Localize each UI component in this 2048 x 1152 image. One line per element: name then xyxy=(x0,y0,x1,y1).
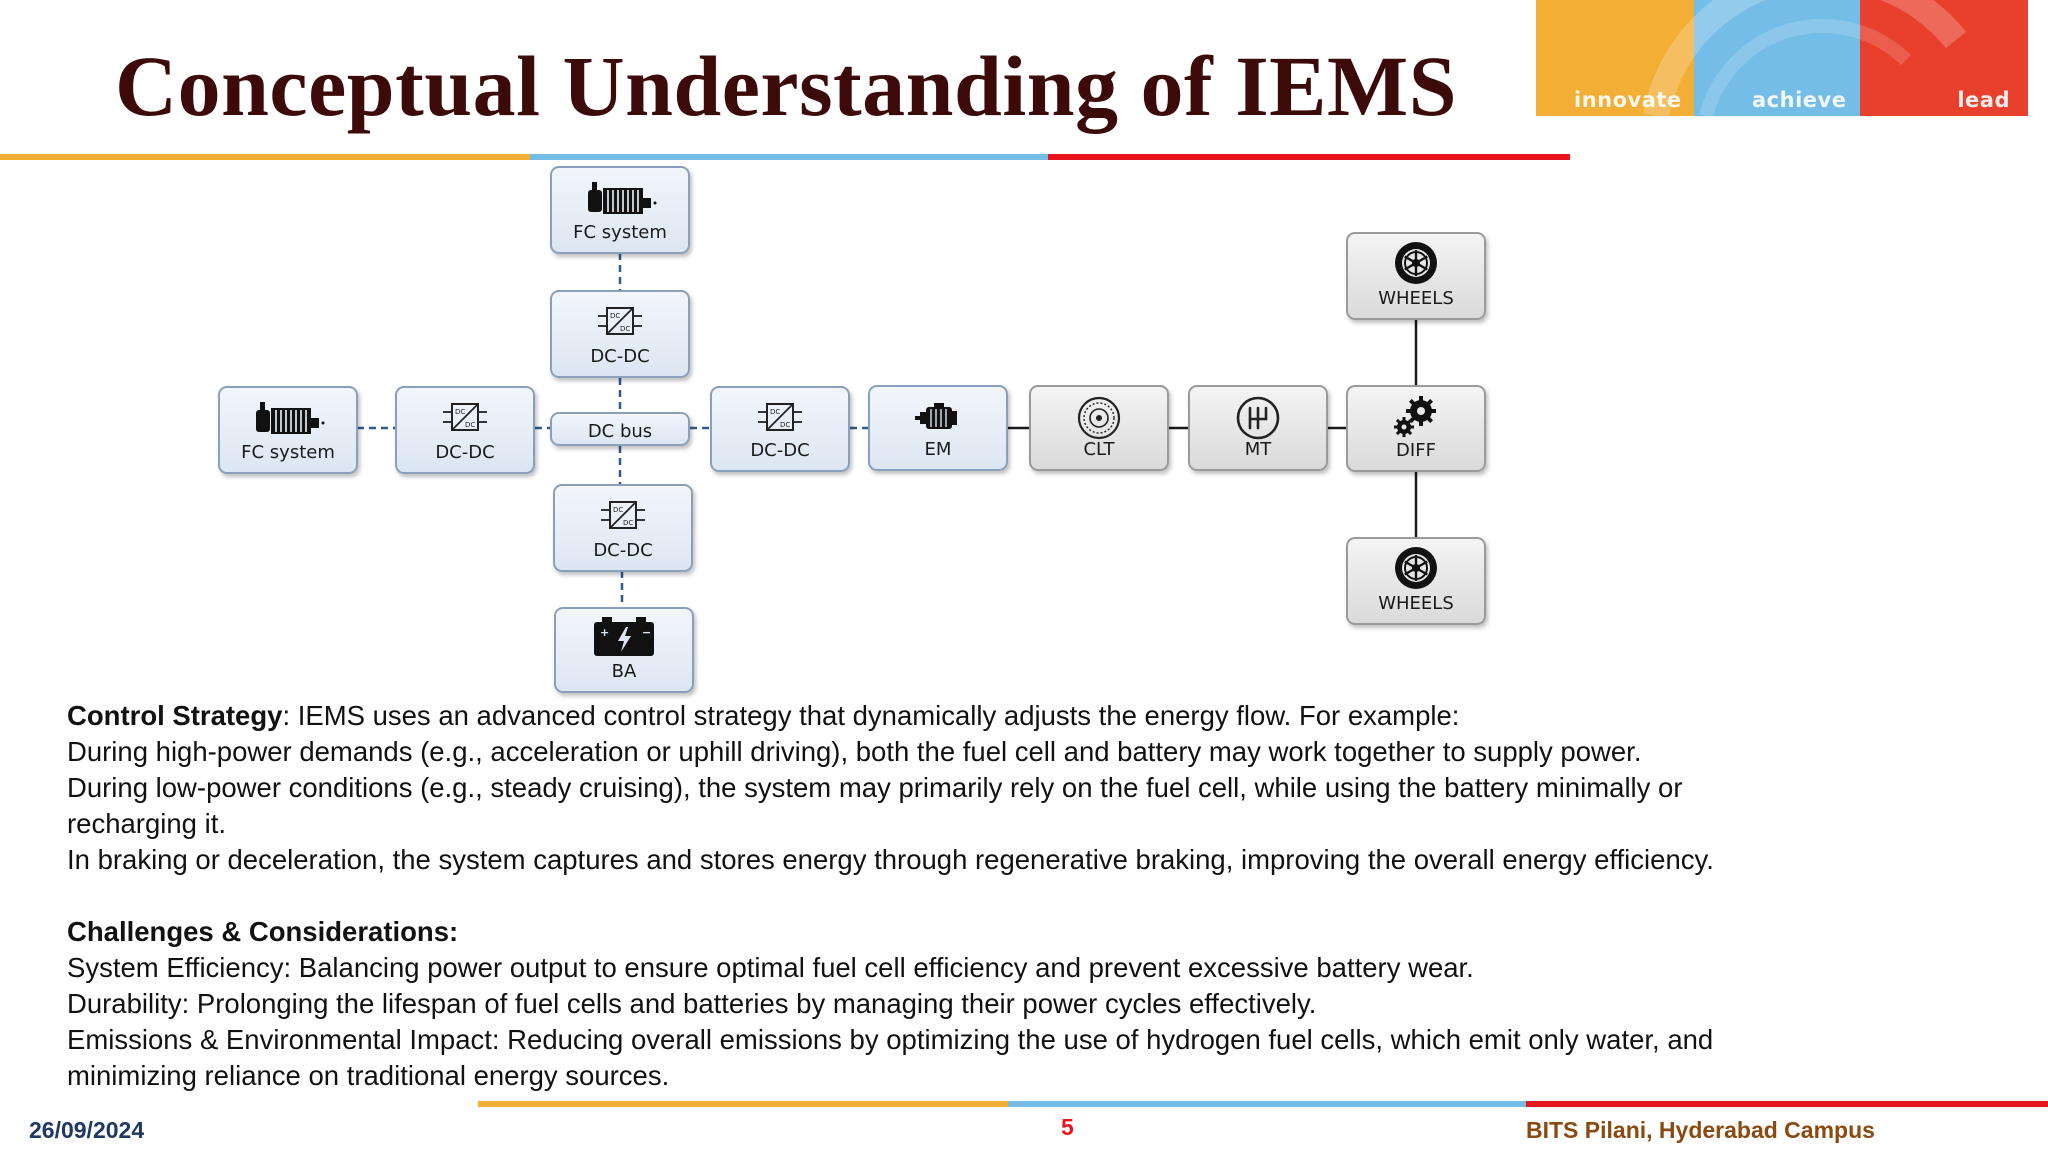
svg-text:−: − xyxy=(642,626,651,639)
brand-word-achieve: achieve xyxy=(1752,88,1847,112)
footer-date: 26/09/2024 xyxy=(29,1117,145,1143)
fc-system-top-label: FC system xyxy=(573,222,667,243)
diff-node: DIFF xyxy=(1346,385,1486,472)
mt-node: MT xyxy=(1188,385,1328,471)
dcdc-top-label: DC-DC xyxy=(590,346,650,367)
emissions-line-2: minimizing reliance on traditional energ… xyxy=(67,1060,670,1091)
dcdc-top-node: DC DC DC-DC xyxy=(550,290,690,378)
electric-motor-icon xyxy=(915,403,957,429)
braking-line: In braking or deceleration, the system c… xyxy=(67,844,1714,875)
svg-text:+: + xyxy=(600,626,609,639)
battery-label: BA xyxy=(611,661,637,682)
mt-label: MT xyxy=(1244,439,1272,460)
svg-text:DC: DC xyxy=(455,408,465,416)
wheel-icon xyxy=(1395,242,1437,284)
footer-rule-blue xyxy=(1008,1101,1526,1107)
svg-text:DC: DC xyxy=(620,325,630,333)
spacer-line xyxy=(67,878,1967,914)
footer-campus: BITS Pilani, Hyderabad Campus xyxy=(1526,1117,1875,1143)
low-power-line-2: recharging it. xyxy=(67,808,226,839)
dcdc-right-node: DC DC DC-DC xyxy=(710,386,850,472)
dc-dc-converter-icon: DC DC xyxy=(443,403,487,431)
em-node: EM xyxy=(868,385,1008,471)
dc-bus-node: DC bus xyxy=(550,412,690,446)
brand-innovate-block: innovate xyxy=(1536,0,1694,116)
battery-node: + − BA xyxy=(554,607,694,693)
efficiency-line: System Efficiency: Balancing power outpu… xyxy=(67,952,1474,983)
wheel-icon xyxy=(1395,547,1437,589)
low-power-line-1: During low-power conditions (e.g., stead… xyxy=(67,772,1683,803)
header-rule-orange xyxy=(0,154,530,160)
svg-text:DC: DC xyxy=(623,519,633,527)
wheels-bottom-label: WHEELS xyxy=(1378,593,1454,614)
dc-dc-converter-icon: DC DC xyxy=(758,403,802,431)
footer-rule-red xyxy=(1526,1101,2048,1107)
header-rule-blue xyxy=(530,154,1048,160)
footer-rule-orange xyxy=(478,1101,1008,1107)
dc-bus-label: DC bus xyxy=(587,421,653,442)
high-power-line: During high-power demands (e.g., acceler… xyxy=(67,736,1642,767)
gearshift-icon xyxy=(1236,396,1280,440)
em-label: EM xyxy=(924,439,952,460)
brand-word-innovate: innovate xyxy=(1574,88,1682,112)
brand-word-lead: lead xyxy=(1957,88,2010,112)
dcdc-right-label: DC-DC xyxy=(750,440,810,461)
svg-text:DC: DC xyxy=(610,312,620,320)
dcdc-bottom-node: DC DC DC-DC xyxy=(553,484,693,572)
dcdc-bottom-label: DC-DC xyxy=(593,540,653,561)
fuel-cell-stack-icon xyxy=(588,182,657,214)
control-strategy-heading: Control Strategy xyxy=(67,700,283,731)
fc-system-top-node: FC system xyxy=(550,166,690,254)
dcdc-left-node: DC DC DC-DC xyxy=(395,386,535,474)
svg-text:DC: DC xyxy=(780,421,790,429)
control-strategy-line: Control Strategy: IEMS uses an advanced … xyxy=(67,698,1967,734)
wheels-bottom-node: WHEELS xyxy=(1346,537,1486,625)
battery-icon: + − xyxy=(594,617,654,656)
svg-text:DC: DC xyxy=(770,408,780,416)
header-rule-red xyxy=(1048,154,1570,160)
clt-node: CLT xyxy=(1029,385,1169,471)
dc-dc-converter-icon: DC DC xyxy=(601,501,645,529)
clt-label: CLT xyxy=(1083,439,1115,460)
durability-line: Durability: Prolonging the lifespan of f… xyxy=(67,988,1317,1019)
diagram-connectors xyxy=(357,253,1418,607)
gear-watermark-icon xyxy=(1643,0,1967,116)
wheels-top-label: WHEELS xyxy=(1378,288,1454,309)
clutch-icon xyxy=(1077,396,1121,440)
dc-dc-converter-icon: DC DC xyxy=(598,307,642,335)
dcdc-left-label: DC-DC xyxy=(435,442,495,463)
diff-label: DIFF xyxy=(1396,440,1436,461)
page-number: 5 xyxy=(1061,1114,1074,1140)
emissions-line-1: Emissions & Environmental Impact: Reduci… xyxy=(67,1024,1714,1055)
brand-lead-block: lead xyxy=(1860,0,2028,116)
slide-body: Control Strategy: IEMS uses an advanced … xyxy=(67,698,1967,1094)
svg-text:DC: DC xyxy=(465,421,475,429)
challenges-heading-text: Challenges & Considerations: xyxy=(67,916,459,947)
slide-title: Conceptual Understanding of IEMS xyxy=(115,38,1458,134)
fuel-cell-stack-icon xyxy=(256,402,325,434)
gears-icon xyxy=(1394,396,1436,437)
fc-system-left-node: FC system xyxy=(218,386,358,474)
control-strategy-intro: : IEMS uses an advanced control strategy… xyxy=(282,700,1460,731)
challenges-heading: Challenges & Considerations: xyxy=(67,914,1967,950)
fc-system-left-label: FC system xyxy=(241,442,335,463)
brand-achieve-block: achieve xyxy=(1694,0,1860,116)
wheels-top-node: WHEELS xyxy=(1346,232,1486,320)
svg-text:DC: DC xyxy=(613,506,623,514)
